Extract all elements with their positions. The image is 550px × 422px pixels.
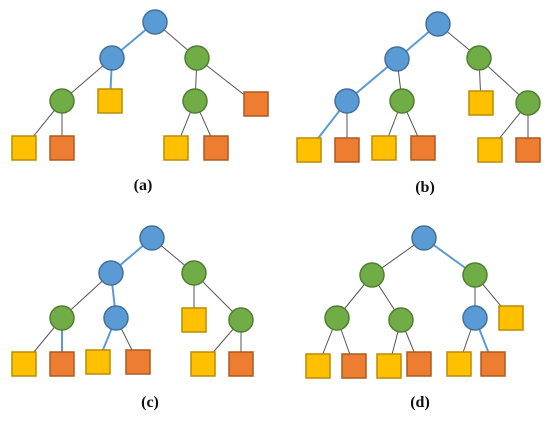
orange-square-leaf bbox=[410, 135, 436, 161]
blue-circle-node bbox=[425, 11, 451, 37]
orange-square-leaf bbox=[334, 137, 360, 163]
yellow-square-leaf bbox=[190, 351, 216, 377]
orange-square-leaf bbox=[515, 137, 541, 163]
yellow-square-leaf bbox=[85, 349, 111, 375]
orange-square-leaf bbox=[49, 135, 75, 161]
yellow-square-leaf bbox=[498, 305, 524, 331]
tree-panel-a bbox=[11, 9, 269, 161]
orange-square-leaf bbox=[203, 135, 229, 161]
panel-label-d: (d) bbox=[410, 394, 430, 411]
green-circle-node bbox=[324, 305, 350, 331]
yellow-square-leaf bbox=[97, 88, 123, 114]
orange-square-leaf bbox=[341, 353, 367, 379]
green-circle-node bbox=[389, 88, 415, 114]
orange-square-leaf bbox=[480, 351, 506, 377]
orange-square-leaf bbox=[243, 91, 269, 117]
yellow-square-leaf bbox=[11, 135, 37, 161]
green-circle-node bbox=[184, 45, 210, 71]
green-circle-node bbox=[462, 262, 488, 288]
blue-circle-node bbox=[411, 225, 437, 251]
yellow-square-leaf bbox=[446, 351, 472, 377]
tree-panel-c bbox=[11, 225, 254, 377]
green-circle-node bbox=[359, 262, 385, 288]
blue-circle-node bbox=[462, 305, 488, 331]
green-circle-node bbox=[49, 305, 75, 331]
blue-circle-node bbox=[142, 9, 168, 35]
green-circle-node bbox=[515, 90, 541, 116]
yellow-square-leaf bbox=[477, 137, 503, 163]
green-circle-node bbox=[181, 260, 207, 286]
tree-panel-d bbox=[305, 225, 524, 379]
green-circle-node bbox=[182, 88, 208, 114]
panel-label-c: (c) bbox=[141, 394, 159, 411]
yellow-square-leaf bbox=[371, 135, 397, 161]
yellow-square-leaf bbox=[296, 137, 322, 163]
orange-square-leaf bbox=[125, 349, 151, 375]
blue-circle-node bbox=[103, 305, 129, 331]
yellow-square-leaf bbox=[305, 353, 331, 379]
yellow-square-leaf bbox=[468, 90, 494, 116]
orange-square-leaf bbox=[49, 351, 75, 377]
orange-square-leaf bbox=[228, 351, 254, 377]
blue-circle-node bbox=[139, 225, 165, 251]
yellow-square-leaf bbox=[163, 135, 189, 161]
green-circle-node bbox=[466, 45, 492, 71]
blue-circle-node bbox=[384, 46, 410, 72]
tree-panel-b bbox=[296, 11, 541, 163]
panel-label-b: (b) bbox=[415, 179, 435, 196]
orange-square-leaf bbox=[406, 351, 432, 377]
blue-circle-node bbox=[99, 45, 125, 71]
yellow-square-leaf bbox=[376, 353, 402, 379]
green-circle-node bbox=[388, 307, 414, 333]
yellow-square-leaf bbox=[11, 351, 37, 377]
green-circle-node bbox=[228, 307, 254, 333]
green-circle-node bbox=[49, 88, 75, 114]
yellow-square-leaf bbox=[181, 307, 207, 333]
blue-circle-node bbox=[98, 260, 124, 286]
panel-label-a: (a) bbox=[133, 177, 153, 194]
blue-circle-node bbox=[334, 88, 360, 114]
